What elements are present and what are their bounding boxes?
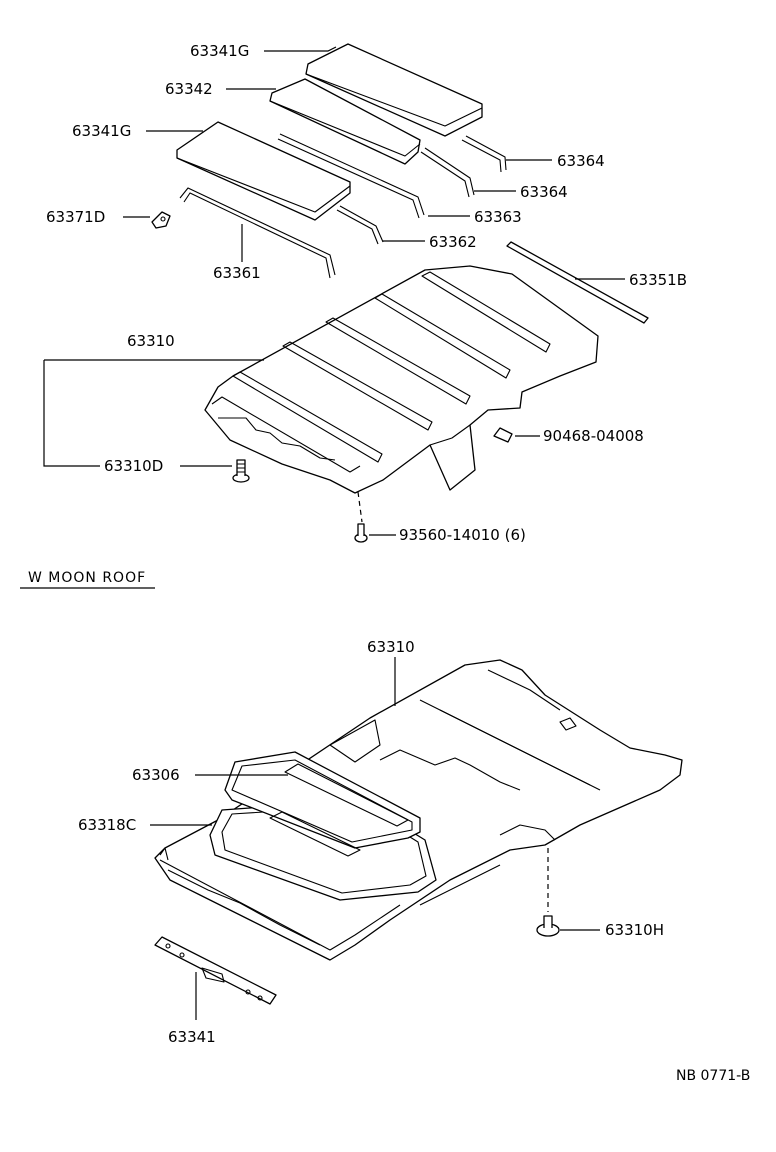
part-63310-headlining <box>204 265 599 494</box>
label-63318C: 63318C <box>78 816 136 834</box>
part-63351B-strip <box>506 241 649 324</box>
part-63342-pad <box>269 78 421 165</box>
part-63341G-mid-pad <box>176 121 351 221</box>
lower-leader-lines <box>150 657 600 1020</box>
label-63362: 63362 <box>429 233 477 251</box>
part-90468-clip <box>493 427 513 443</box>
label-63364-a: 63364 <box>557 152 605 170</box>
part-63306-sunshade <box>224 751 421 857</box>
label-63364-b: 63364 <box>520 183 568 201</box>
label-63351B: 63351B <box>629 271 687 289</box>
label-90468-04008: 90468-04008 <box>543 427 644 445</box>
label-63342: 63342 <box>165 80 213 98</box>
section-title: W MOON ROOF <box>28 570 146 586</box>
part-63310D-fastener <box>232 459 250 483</box>
label-63306: 63306 <box>132 766 180 784</box>
part-63362-strip <box>336 205 384 245</box>
part-93560-screw <box>354 491 368 543</box>
label-63341G-top: 63341G <box>190 42 249 60</box>
label-63363: 63363 <box>474 208 522 226</box>
label-63310-moonroof: 63310 <box>367 638 415 656</box>
part-63361-strip <box>179 187 336 279</box>
part-63341-pad <box>154 936 277 1005</box>
diagram-code: NB 0771-B <box>676 1068 750 1084</box>
label-63310D: 63310D <box>104 457 163 475</box>
upper-part-labels: 63341G 63342 63341G 63371D 63361 63364 6… <box>46 42 687 544</box>
label-63310H: 63310H <box>605 921 664 939</box>
part-63363-strip <box>277 133 425 219</box>
lower-part-labels: 63310 63306 63318C 63310H 63341 <box>78 638 664 1046</box>
label-63371D: 63371D <box>46 208 105 226</box>
part-63371D-clip <box>151 211 171 229</box>
part-63364-strip-b <box>420 147 475 198</box>
part-63364-strip-a <box>461 135 507 173</box>
label-63341G-mid: 63341G <box>72 122 131 140</box>
label-63341: 63341 <box>168 1028 216 1046</box>
label-63361: 63361 <box>213 264 261 282</box>
upper-leader-lines <box>43 46 625 536</box>
label-63310: 63310 <box>127 332 175 350</box>
part-63341G-top-pad <box>305 43 483 137</box>
label-93560-14010: 93560-14010 (6) <box>399 526 526 544</box>
part-63310H-clip <box>536 848 560 937</box>
part-63310-moonroof-headlining <box>154 659 683 961</box>
